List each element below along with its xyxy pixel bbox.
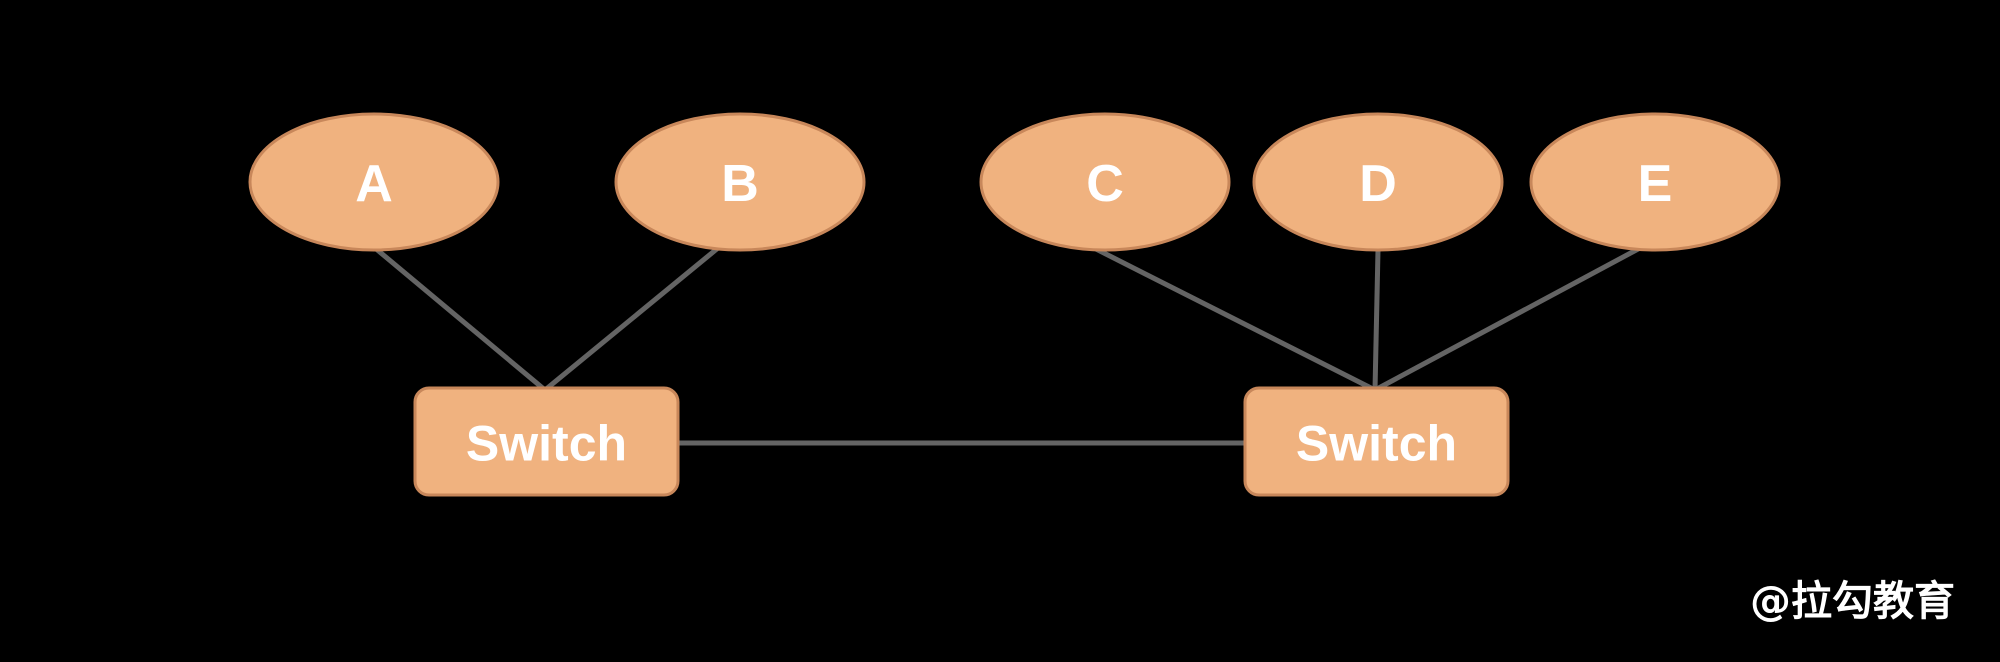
links-layer bbox=[373, 245, 1642, 446]
switches-layer: Switch Switch bbox=[413, 386, 1510, 497]
host-node-e[interactable]: E bbox=[1529, 112, 1781, 252]
link-E-to-switch-right bbox=[1373, 245, 1642, 393]
switch-box bbox=[1243, 386, 1510, 497]
link-D-to-switch-right bbox=[1372, 249, 1381, 391]
watermark-label: @拉勾教育 bbox=[1750, 577, 1955, 625]
host-ellipse bbox=[248, 112, 500, 252]
host-label: A bbox=[355, 155, 393, 213]
host-ellipse bbox=[1529, 112, 1781, 252]
host-ellipse bbox=[1252, 112, 1504, 252]
link-B-to-switch-left bbox=[543, 246, 720, 392]
host-node-d[interactable]: D bbox=[1252, 112, 1504, 252]
host-ellipse bbox=[979, 112, 1231, 252]
host-node-c[interactable]: C bbox=[979, 112, 1231, 252]
switch-label: Switch bbox=[466, 416, 627, 472]
hosts-layer: A B C D E bbox=[248, 112, 1781, 252]
host-node-b[interactable]: B bbox=[614, 112, 866, 252]
host-node-a[interactable]: A bbox=[248, 112, 500, 252]
link-A-to-switch-left bbox=[373, 246, 547, 392]
host-label: C bbox=[1086, 155, 1124, 213]
link-C-to-switch-right bbox=[1092, 245, 1377, 393]
switch-box bbox=[413, 386, 680, 497]
host-label: B bbox=[721, 155, 759, 213]
host-ellipse bbox=[614, 112, 866, 252]
host-label: D bbox=[1359, 155, 1397, 213]
host-label: E bbox=[1638, 155, 1673, 213]
switch-label: Switch bbox=[1296, 416, 1457, 472]
switch-node-left[interactable]: Switch bbox=[413, 386, 680, 497]
switch-node-right[interactable]: Switch bbox=[1243, 386, 1510, 497]
